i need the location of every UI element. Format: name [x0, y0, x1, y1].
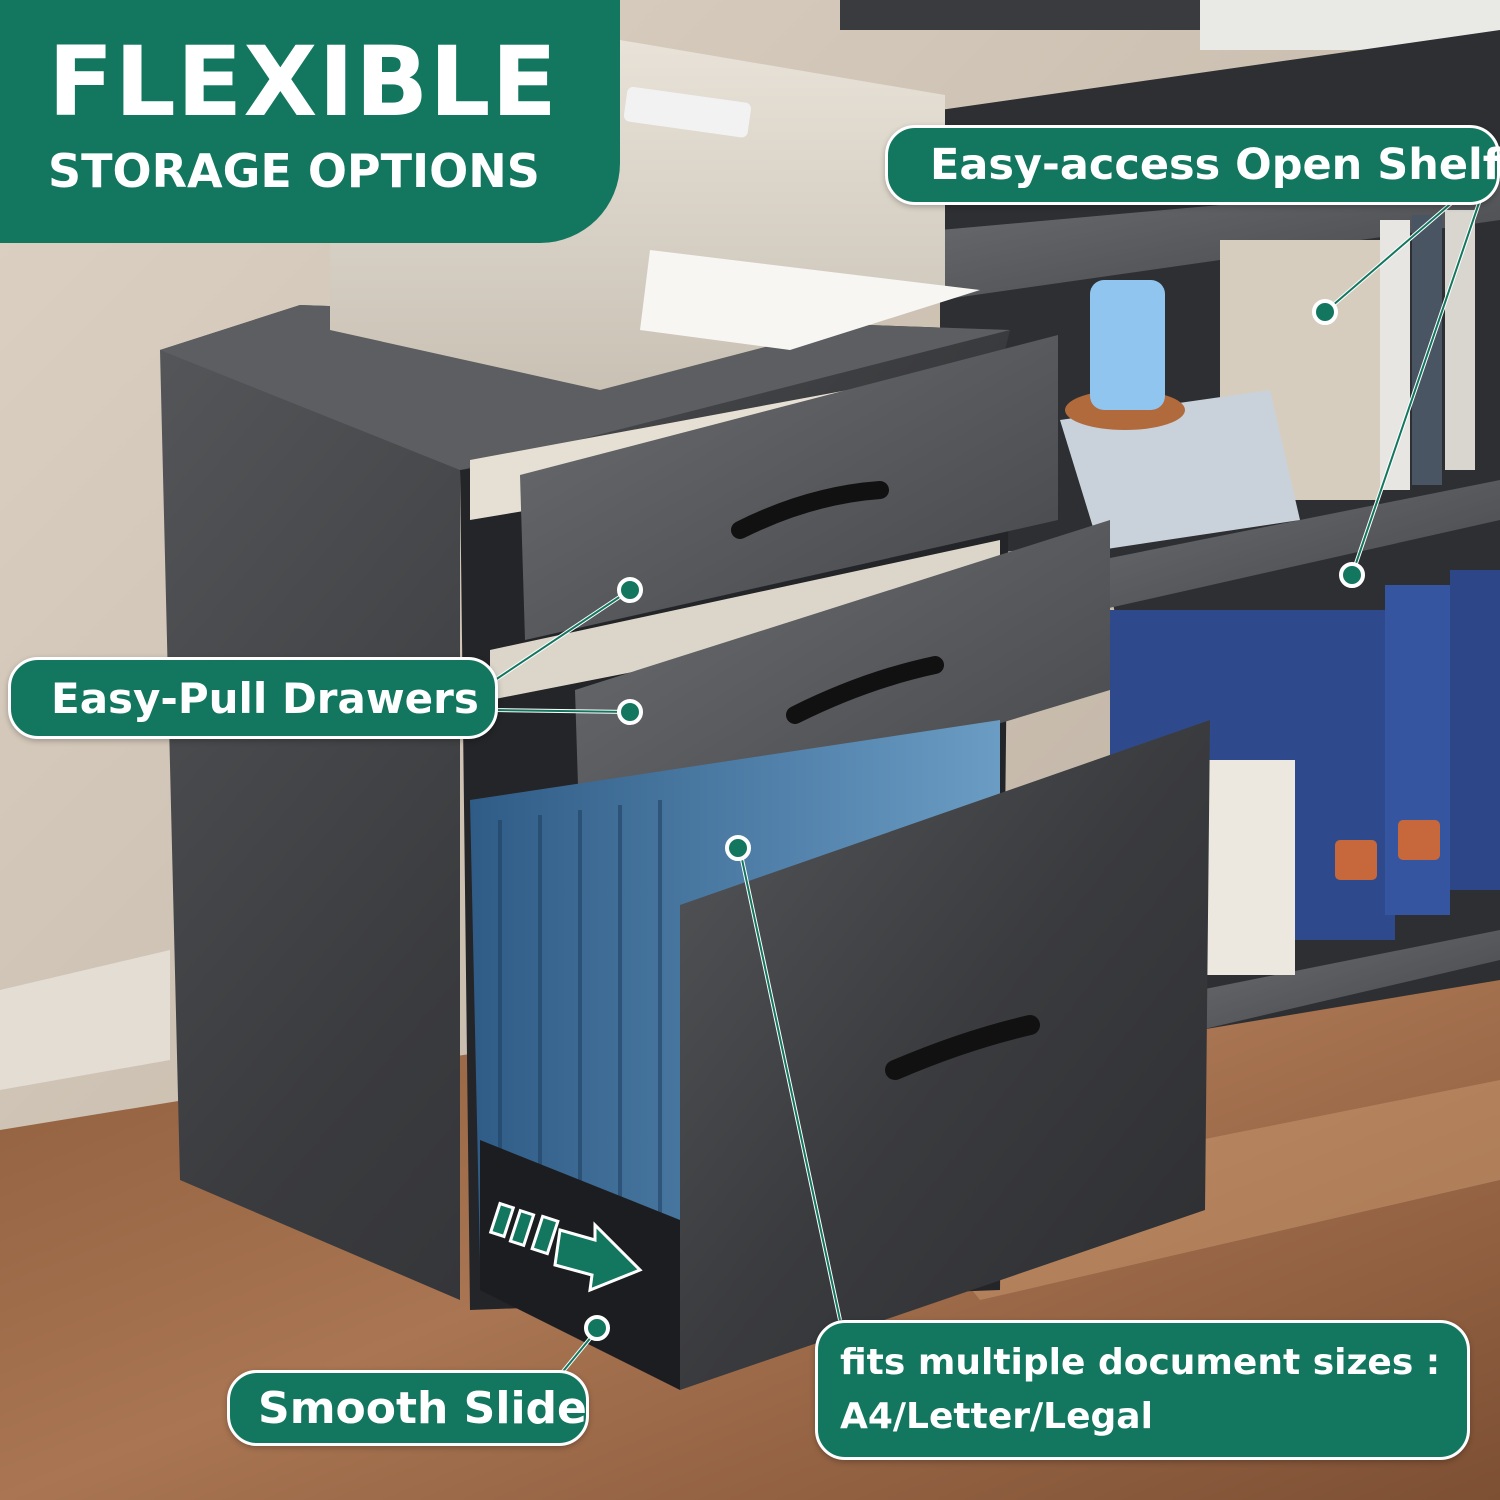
book [1445, 210, 1475, 470]
binder-tab [1398, 820, 1440, 860]
headline-title: FLEXIBLE [48, 26, 558, 138]
shelf-middle-board [1100, 480, 1500, 610]
binder [1450, 570, 1500, 890]
baseboard [0, 950, 170, 1090]
callout-open-shelf: Easy-access Open Shelf [885, 125, 1500, 205]
callout-dots [584, 299, 1365, 1341]
middle-drawer-handle [786, 656, 944, 724]
top-drawer-front [520, 335, 1058, 640]
phone [623, 86, 752, 138]
file-drawer-handle [885, 1015, 1040, 1080]
callout-sizes-line2: A4/Letter/Legal [840, 1396, 1153, 1437]
drawer-contents [490, 540, 1000, 700]
binder-tab [1335, 840, 1377, 880]
headline-banner: FLEXIBLE STORAGE OPTIONS [0, 0, 620, 243]
printed-paper [640, 250, 980, 350]
binder [1385, 585, 1450, 915]
shelf-bottom-board [1200, 930, 1500, 1030]
callout-leaders-inner [494, 199, 1481, 1376]
book-stack [1060, 390, 1300, 550]
callout-drawers: Easy-Pull Drawers [8, 657, 498, 739]
headline-subtitle: STORAGE OPTIONS [48, 144, 540, 198]
slide-arrow-icon [488, 1201, 643, 1293]
cabinet-side [160, 305, 1010, 1300]
callout-document-sizes: fits multiple document sizes : A4/Letter… [815, 1320, 1470, 1460]
callout-smooth-slide: Smooth Slide [227, 1370, 589, 1446]
bottle [1090, 280, 1165, 410]
top-drawer-handle [731, 481, 889, 539]
callout-sizes-line1: fits multiple document sizes : [840, 1342, 1441, 1383]
storage-box [1200, 760, 1295, 975]
